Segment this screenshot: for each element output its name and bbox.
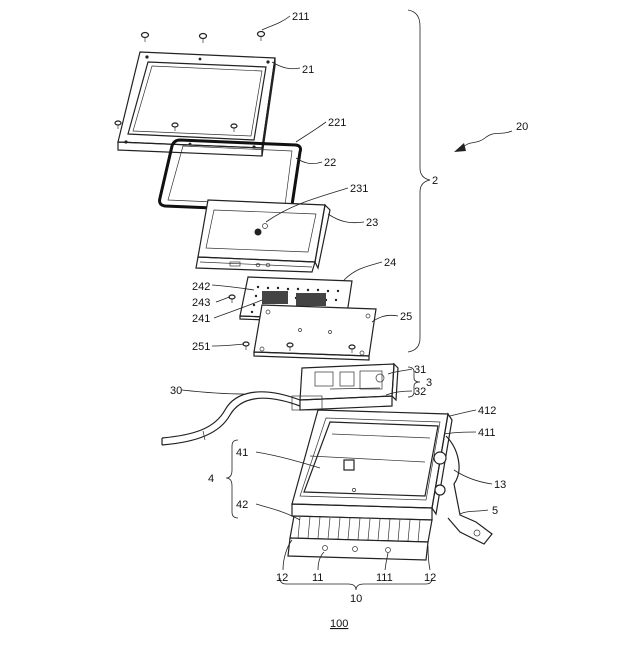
label-25: 25 [400,311,412,323]
label-242: 242 [192,281,210,293]
label-30: 30 [170,385,182,397]
part-30-cable [162,392,300,445]
label-243: 243 [192,297,210,309]
label-21: 21 [302,64,314,76]
label-42: 42 [236,499,248,511]
label-23: 23 [366,217,378,229]
part-4-housing [292,410,452,520]
label-412: 412 [478,405,496,417]
part-5-bracket [434,436,492,544]
arrow-20 [462,131,512,148]
label-251: 251 [192,341,210,353]
label-13: 13 [494,479,506,491]
label-211: 211 [292,11,310,23]
part-23-cover [196,200,330,272]
brace-10 [280,578,432,590]
label-22: 22 [324,157,336,169]
part-25-plate [243,305,376,360]
label-231: 231 [350,183,368,195]
label-12-right: 12 [424,572,436,584]
label-4: 4 [208,473,214,485]
label-5: 5 [492,505,498,517]
label-221: 221 [328,117,346,129]
label-10: 10 [350,593,362,605]
label-31: 31 [414,364,426,376]
label-20: 20 [516,121,528,133]
part-42-fins [288,516,432,560]
label-12-left: 12 [276,572,288,584]
label-41: 41 [236,447,248,459]
arrow-20-head [454,143,466,152]
screws-211 [142,32,265,44]
label-2: 2 [432,175,438,187]
part-3-driver [292,364,398,410]
brace-2 [408,10,430,352]
label-411: 411 [478,427,496,439]
label-3: 3 [426,377,432,389]
label-241: 241 [192,313,210,325]
label-111: 111 [376,572,393,584]
label-11: 11 [312,572,323,584]
label-100: 100 [330,618,348,630]
label-32: 32 [414,386,426,398]
label-24: 24 [384,257,396,269]
